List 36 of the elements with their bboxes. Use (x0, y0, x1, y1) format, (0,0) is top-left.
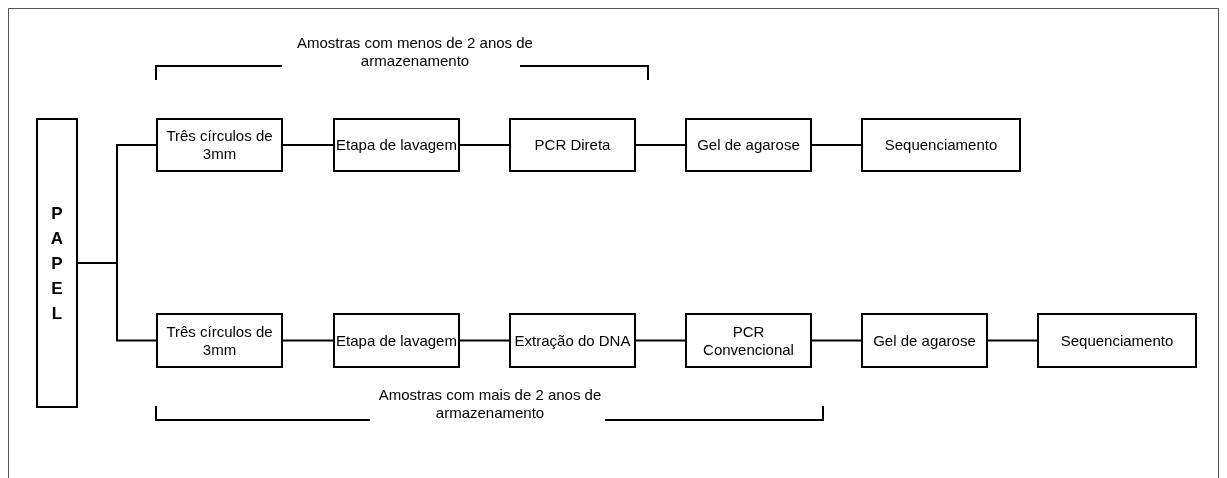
connector-line (987, 339, 1038, 342)
connector-line (459, 144, 510, 146)
process-box (156, 313, 283, 368)
process-box (685, 118, 812, 172)
connector-line (635, 144, 686, 146)
step-text: PCR Direta (534, 136, 611, 154)
step-text: Etapa de lavagem (336, 136, 457, 154)
process-box (36, 118, 78, 408)
step-text: Três círculos de 3mm (165, 322, 274, 359)
process-box (861, 313, 988, 368)
connector-line (459, 339, 510, 342)
step-text: Extração do DNA (514, 331, 631, 350)
connector-line (77, 262, 157, 342)
process-box (156, 118, 283, 172)
process-box (1037, 313, 1197, 368)
step-text: Três círculos de 3mm (165, 127, 274, 163)
process-box (685, 313, 812, 368)
process-box (861, 118, 1021, 172)
connector-line (635, 339, 686, 342)
process-box (509, 313, 636, 368)
step-text: Sequenciamento (1060, 331, 1174, 350)
bracket-label: Amostras com mais de 2 anos de armazenamento (377, 386, 603, 422)
connector-line (811, 339, 862, 342)
bracket-label: Amostras com menos de 2 anos de armazenamento (296, 34, 534, 70)
step-text: Gel de agarose (873, 331, 976, 350)
step-text: Sequenciamento (884, 136, 998, 154)
process-box (333, 118, 460, 172)
connector-line (811, 144, 862, 146)
process-box (509, 118, 636, 172)
step-text: PAPEL (49, 202, 65, 325)
step-text: PCR Convencional (702, 322, 795, 359)
connector-line (282, 144, 334, 146)
step-text: Gel de agarose (697, 136, 800, 154)
connector-line (282, 339, 334, 342)
process-box (333, 313, 460, 368)
step-text: Etapa de lavagem (336, 331, 457, 350)
